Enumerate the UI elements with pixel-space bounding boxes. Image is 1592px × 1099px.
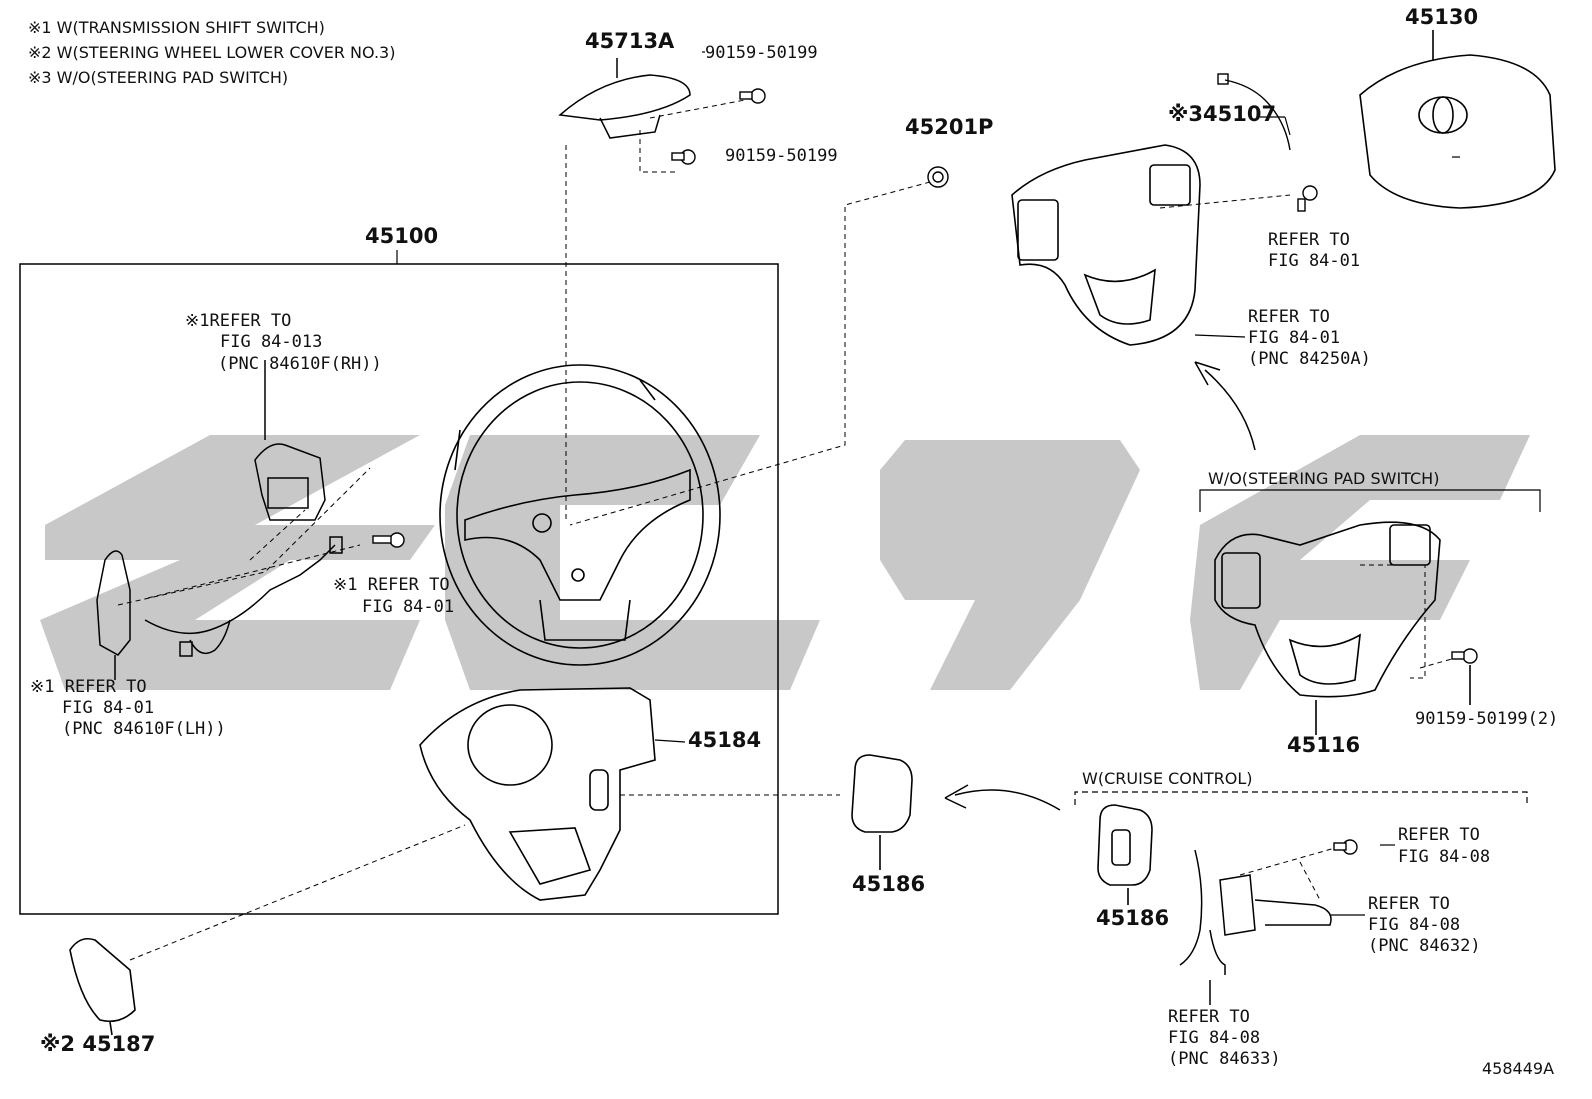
ref-pad-screw-line1: REFER TO [1268, 230, 1350, 250]
part-45186-b[interactable]: 45186 [1096, 906, 1170, 930]
assembly-box [19, 263, 779, 915]
screws [372, 88, 1478, 855]
wire-45107 [1217, 73, 1291, 151]
ref-lh-line3: (PNC 84610F(LH)) [62, 719, 226, 739]
part-90159-a[interactable]: 90159-50199 [705, 43, 818, 63]
arrow-up [1194, 361, 1256, 451]
lower-cover-45184 [419, 687, 656, 901]
part-45186-a[interactable]: 45186 [852, 872, 926, 896]
ref-rh-line3: (PNC 84610F(RH)) [218, 354, 382, 374]
part-90159-b[interactable]: 90159-50199 [725, 146, 838, 166]
group-wo-pad-switch: W/O(STEERING PAD SWITCH) [1208, 469, 1440, 488]
part-45184[interactable]: 45184 [688, 728, 762, 752]
steering-wheel-45100 [439, 364, 721, 666]
note-3: ※3 W/O(STEERING PAD SWITCH) [28, 68, 289, 87]
ref-cruise-sw-line2[interactable]: FIG 84-08 [1368, 915, 1461, 935]
ref-cruise-wire-line1: REFER TO [1168, 1007, 1250, 1027]
part-45130[interactable]: 45130 [1405, 5, 1479, 29]
ref-pad-screw-line2[interactable]: FIG 84-01 [1268, 251, 1361, 271]
ref-cruise-screw-line2[interactable]: FIG 84-08 [1398, 847, 1491, 867]
ref-lh-line1: ※1 REFER TO [30, 677, 147, 697]
horn-pad-45130 [1359, 30, 1556, 209]
part-45187[interactable]: ※2 45187 [40, 1032, 156, 1056]
ref-pad-line2[interactable]: FIG 84-01 [1248, 328, 1341, 348]
dashed-leaders [117, 99, 1456, 961]
part-45100[interactable]: 45100 [365, 224, 439, 248]
figure-id: 458449A [1482, 1059, 1555, 1078]
ref-lh-line2[interactable]: FIG 84-01 [62, 698, 155, 718]
ref-cruise-screw-line1: REFER TO [1398, 825, 1480, 845]
ref-screw-line2[interactable]: FIG 84-01 [362, 597, 455, 617]
label-leaders [654, 51, 1460, 916]
part-90159-c[interactable]: 90159-50199(2) [1415, 709, 1559, 729]
arrow-left [944, 784, 1061, 811]
ref-cruise-wire-line2[interactable]: FIG 84-08 [1168, 1028, 1261, 1048]
ref-screw-line1: ※1 REFER TO [333, 575, 450, 595]
spoke-cover-45116 [1214, 521, 1471, 735]
note-1: ※1 W(TRANSMISSION SHIFT SWITCH) [28, 18, 325, 37]
shift-switch-rh [254, 360, 326, 521]
group-w-cruise-control: W(CRUISE CONTROL) [1082, 769, 1253, 788]
part-45116[interactable]: 45116 [1287, 733, 1361, 757]
part-45201P[interactable]: 45201P [905, 115, 994, 139]
cover-45186 [851, 754, 1153, 905]
ref-pad-line3: (PNC 84250A) [1248, 349, 1371, 369]
ref-cruise-sw-line1: REFER TO [1368, 894, 1450, 914]
ref-rh-line1: ※1REFER TO [185, 311, 292, 331]
lower-cover-45187 [69, 937, 136, 1036]
cruise-control-switch [1179, 849, 1332, 1005]
ref-cruise-sw-line3: (PNC 84632) [1368, 936, 1481, 956]
cover-45713A [558, 58, 691, 139]
group-brackets [1074, 489, 1541, 805]
shift-switch-lh [96, 536, 343, 680]
ref-pad-line1: REFER TO [1248, 307, 1330, 327]
watermark-logo [40, 435, 1530, 690]
spoke-cover-upper [1011, 144, 1201, 346]
ref-cruise-wire-line3: (PNC 84633) [1168, 1049, 1281, 1069]
part-45713A[interactable]: 45713A [585, 29, 675, 53]
ref-rh-line2[interactable]: FIG 84-013 [220, 332, 323, 352]
note-2: ※2 W(STEERING WHEEL LOWER COVER NO.3) [28, 43, 396, 62]
part-45107[interactable]: ※345107 [1168, 102, 1277, 126]
